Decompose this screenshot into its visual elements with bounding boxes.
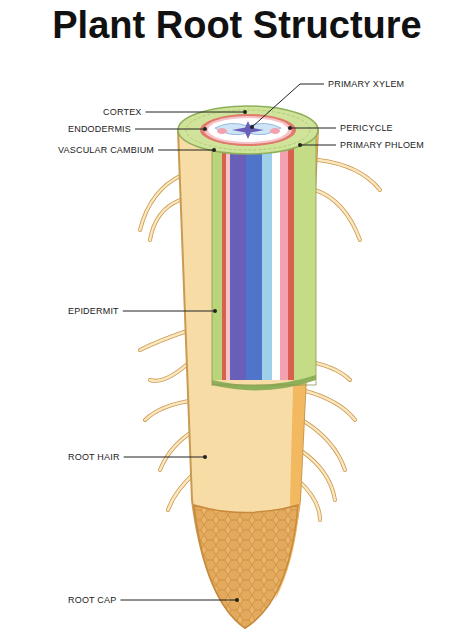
part-label: ENDODERMIS <box>68 124 131 135</box>
leader-dot <box>203 455 207 459</box>
part-label: EPIDERMIT <box>68 306 119 317</box>
leader-line <box>158 150 214 151</box>
part-label: CORTEX <box>103 107 142 118</box>
part-label: VASCULAR CAMBIUM <box>58 145 154 156</box>
leader-dot <box>213 309 217 313</box>
leader-line <box>300 145 336 146</box>
part-label: PRIMARY PHLOEM <box>340 140 424 151</box>
leader-dot <box>235 598 239 602</box>
cross-section <box>178 106 318 154</box>
root-cap <box>194 505 298 628</box>
leader-dot <box>212 148 216 152</box>
leader-dot <box>288 126 292 130</box>
leader-dot <box>243 110 247 114</box>
cutaway-stripes <box>212 130 316 390</box>
leader-dot <box>298 143 302 147</box>
part-label: PERICYCLE <box>340 123 393 134</box>
leader-line <box>135 129 205 130</box>
part-label: ROOT HAIR <box>68 452 120 463</box>
leader-line <box>146 112 245 113</box>
leader-line <box>252 84 324 127</box>
leader-line <box>123 311 215 312</box>
part-label: PRIMARY XYLEM <box>328 79 404 90</box>
root-body <box>178 130 318 628</box>
leader-dot <box>250 125 254 129</box>
leader-line <box>124 457 205 458</box>
diagram-title: Plant Root Structure <box>0 4 474 47</box>
leader-line <box>290 128 336 129</box>
part-label: ROOT CAP <box>68 595 116 606</box>
leader-line <box>120 600 237 601</box>
leader-dot <box>203 127 207 131</box>
